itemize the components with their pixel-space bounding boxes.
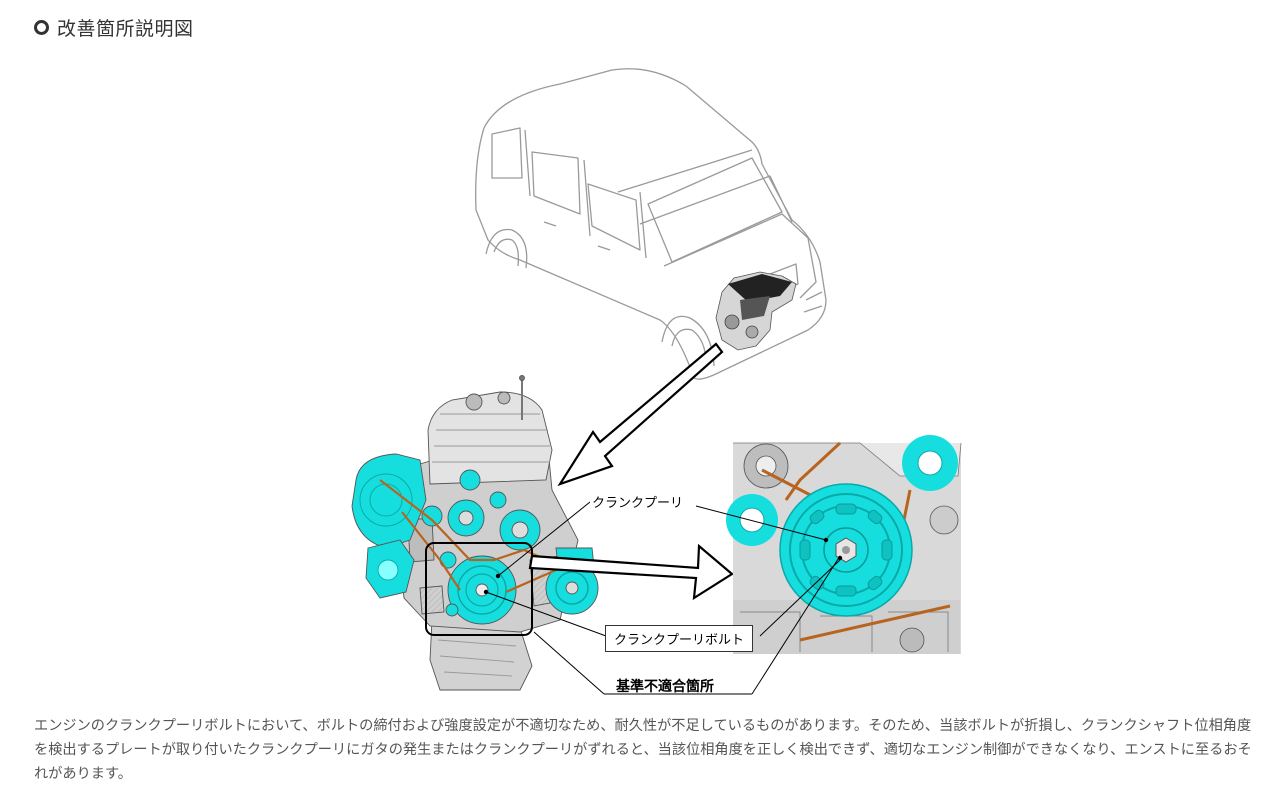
label-nonconforming-part: 基準不適合箇所 bbox=[616, 679, 714, 695]
label-crank-pulley-bolt: クランクプーリボルト bbox=[605, 625, 754, 652]
recall-description: エンジンのクランクプーリボルトにおいて、ボルトの締付および強度設定が不適切なため… bbox=[34, 718, 1252, 782]
leader-lines bbox=[485, 501, 841, 695]
zoom-detail-view bbox=[726, 435, 962, 654]
label-crank-pulley: クランクプーリ bbox=[590, 492, 686, 511]
vehicle-engine-thumbnail bbox=[715, 271, 797, 351]
arrow-engine-to-zoom bbox=[528, 543, 734, 601]
arrow-vehicle-to-engine bbox=[557, 342, 724, 487]
section-header: 改善箇所説明図 bbox=[34, 14, 194, 41]
crank-pulley-highlight-box bbox=[425, 542, 533, 636]
engine-illustration bbox=[351, 375, 599, 691]
leader-dots bbox=[483, 537, 843, 595]
circle-bullet-icon bbox=[34, 20, 49, 35]
section-title: 改善箇所説明図 bbox=[57, 18, 194, 40]
vehicle-illustration bbox=[475, 68, 827, 380]
